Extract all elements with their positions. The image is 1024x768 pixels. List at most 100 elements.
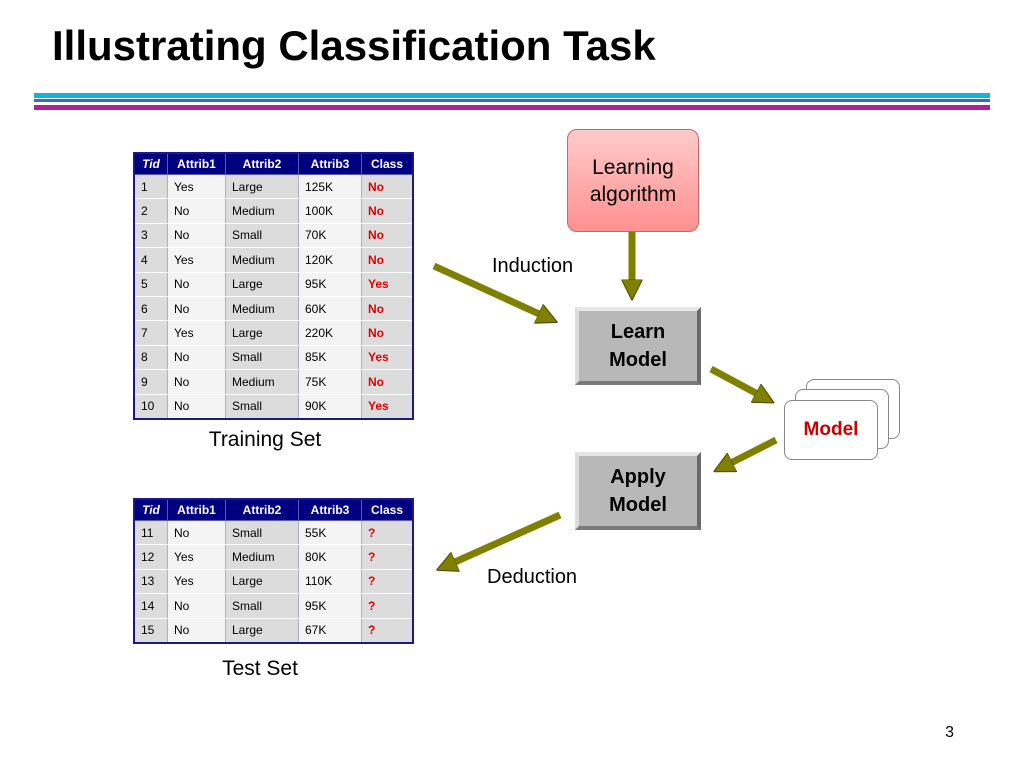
table-cell: 55K (298, 520, 362, 546)
table-cell: No (167, 618, 226, 644)
table-cell: 70K (298, 223, 362, 249)
table-cell: Medium (225, 544, 299, 570)
table-cell: Large (225, 569, 299, 595)
table-cell: Yes (361, 272, 414, 297)
table-cell: ? (361, 544, 414, 570)
table-cell: No (361, 198, 414, 224)
deduction-label: Deduction (487, 566, 578, 588)
table-cell: Yes (167, 544, 226, 570)
table-cell: Large (225, 174, 299, 200)
table-cell: Yes (167, 247, 226, 273)
table-cell: ? (361, 520, 414, 546)
table-cell: 75K (298, 369, 362, 395)
table-cell: Large (225, 618, 299, 644)
table-cell: 120K (298, 247, 362, 273)
table-cell: No (167, 394, 226, 420)
table-cell: 125K (298, 174, 362, 200)
table-cell: No (361, 223, 414, 249)
table-cell: No (361, 296, 414, 322)
table-cell: No (167, 345, 226, 371)
table-cell: ? (361, 618, 414, 644)
learning-algorithm-box: Learning algorithm (567, 129, 699, 232)
title-rule-blue (34, 99, 990, 102)
table-cell: Small (225, 345, 299, 371)
table-cell: 10 (134, 394, 168, 420)
column-header: Attrib3 (298, 498, 362, 521)
table-cell: Medium (225, 247, 299, 273)
table-cell: Medium (225, 369, 299, 395)
slide-title: Illustrating Classification Task (52, 22, 656, 69)
induction-arrow (432, 262, 548, 318)
table-cell: 95K (298, 593, 362, 619)
table-cell: Yes (361, 394, 414, 420)
table-cell: 8 (134, 345, 168, 371)
column-header: Tid (133, 498, 168, 521)
table-cell: Yes (361, 345, 414, 371)
table-cell: Large (225, 320, 299, 346)
table-cell: No (167, 272, 226, 297)
table-cell: 1 (134, 174, 168, 200)
table-cell: ? (361, 593, 414, 619)
deduction-arrow (446, 511, 562, 566)
learn-to-model-arrow (709, 365, 765, 398)
table-cell: 15 (134, 618, 168, 644)
table-cell: Medium (225, 198, 299, 224)
table-cell: Large (225, 272, 299, 297)
column-header: Tid (133, 152, 168, 175)
table-cell: 80K (298, 544, 362, 570)
table-cell: 6 (134, 296, 168, 322)
table-cell: Small (225, 223, 299, 249)
induction-label: Induction (492, 255, 574, 277)
table-cell: ? (361, 569, 414, 595)
table-cell: 85K (298, 345, 362, 371)
table-cell: No (361, 174, 414, 200)
title-rule-cyan (34, 93, 990, 98)
table-cell: No (167, 369, 226, 395)
title-rule-magenta (34, 105, 990, 110)
training-set-caption: Training Set (208, 428, 322, 451)
table-cell: 14 (134, 593, 168, 619)
page-number: 3 (945, 724, 954, 741)
table-cell: 67K (298, 618, 362, 644)
table-cell: No (361, 247, 414, 273)
table-cell: 11 (134, 520, 168, 546)
model-to-apply-arrow (723, 436, 778, 467)
table-cell: No (167, 296, 226, 322)
table-cell: 5 (134, 272, 168, 297)
column-header: Attrib2 (225, 498, 299, 521)
table-cell: 110K (298, 569, 362, 595)
column-header: Attrib3 (298, 152, 362, 175)
table-cell: 100K (298, 198, 362, 224)
column-header: Attrib2 (225, 152, 299, 175)
table-cell: Small (225, 520, 299, 546)
table-cell: Small (225, 593, 299, 619)
table-cell: 95K (298, 272, 362, 297)
table-cell: 12 (134, 544, 168, 570)
model-box: Model (784, 400, 878, 460)
table-cell: Medium (225, 296, 299, 322)
table-cell: No (361, 320, 414, 346)
table-cell: 220K (298, 320, 362, 346)
table-cell: No (167, 198, 226, 224)
table-cell: Small (225, 394, 299, 420)
learn-model-box: Learn Model (575, 307, 701, 385)
table-cell: Yes (167, 569, 226, 595)
column-header: Class (361, 498, 414, 521)
